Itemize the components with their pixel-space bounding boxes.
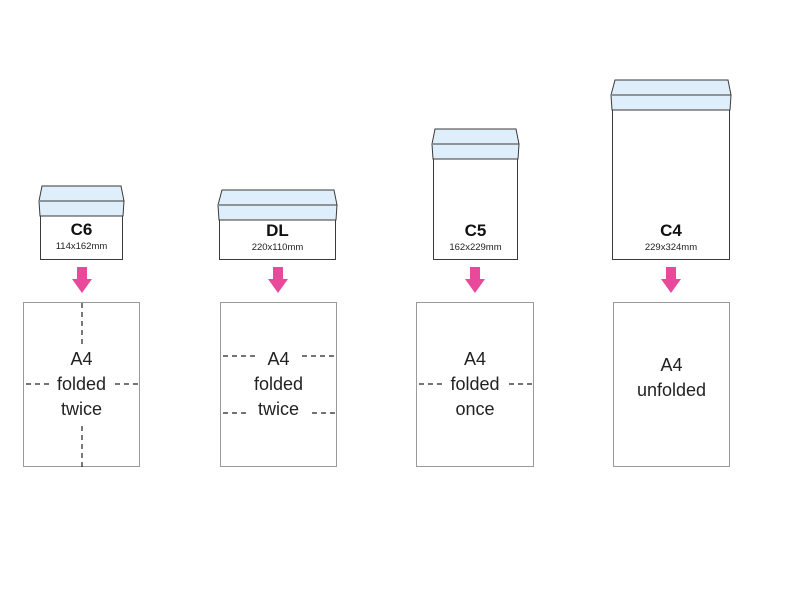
fold-lines — [419, 383, 534, 385]
sheet-a4-folded-twice-quarters: A4 folded twice — [23, 302, 140, 468]
sheet-line: A4 — [70, 349, 93, 369]
arrow-down-icon — [72, 267, 92, 293]
sheet-text: A4 unfolded — [614, 353, 729, 403]
sheet-line: twice — [257, 399, 299, 419]
envelope-dl-label: DL — [266, 221, 289, 240]
sheet-text: A4 folded twice — [221, 347, 336, 422]
envelope-c5: C5 162x229mm — [433, 144, 518, 260]
envelope-c6-label: C6 — [70, 220, 93, 239]
arrow-down-icon — [268, 267, 288, 293]
envelope-c4-label: C4 — [660, 221, 682, 240]
envelope-c5-label: C5 — [464, 221, 487, 240]
sheet-a4-folded-twice-thirds: A4 folded twice — [220, 302, 337, 467]
sheet-text: A4 folded twice — [24, 347, 139, 422]
envelope-dl-flap — [217, 189, 338, 221]
envelope-c5-size: 162x229mm — [449, 242, 502, 253]
envelope-c4-flap — [610, 79, 732, 111]
envelope-c4-size: 229x324mm — [644, 242, 698, 253]
sheet-line: folded — [450, 374, 500, 394]
arrow-down-icon — [465, 267, 485, 293]
fold-lines — [26, 303, 140, 468]
envelope-c4: C4 229x324mm — [612, 95, 730, 260]
sheet-line: folded — [56, 374, 107, 394]
envelope-c6-flap — [38, 185, 125, 217]
sheet-line: twice — [60, 399, 102, 419]
sheet-text: A4 folded once — [417, 347, 533, 422]
sheet-line: A4 — [660, 355, 683, 375]
sheet-line: A4 — [267, 349, 290, 369]
sheet-a4-folded-once: A4 folded once — [416, 302, 534, 467]
arrow-down-icon — [661, 267, 681, 293]
sheet-a4-unfolded: A4 unfolded — [613, 302, 730, 467]
sheet-line: folded — [253, 374, 304, 394]
sheet-line: A4 — [463, 349, 487, 369]
sheet-line: once — [455, 399, 495, 419]
envelope-c5-flap — [431, 128, 520, 160]
fold-lines — [223, 355, 337, 414]
envelope-dl-size: 220x110mm — [251, 242, 304, 253]
sheet-line: unfolded — [636, 380, 707, 400]
envelope-c6-size: 114x162mm — [55, 241, 108, 252]
